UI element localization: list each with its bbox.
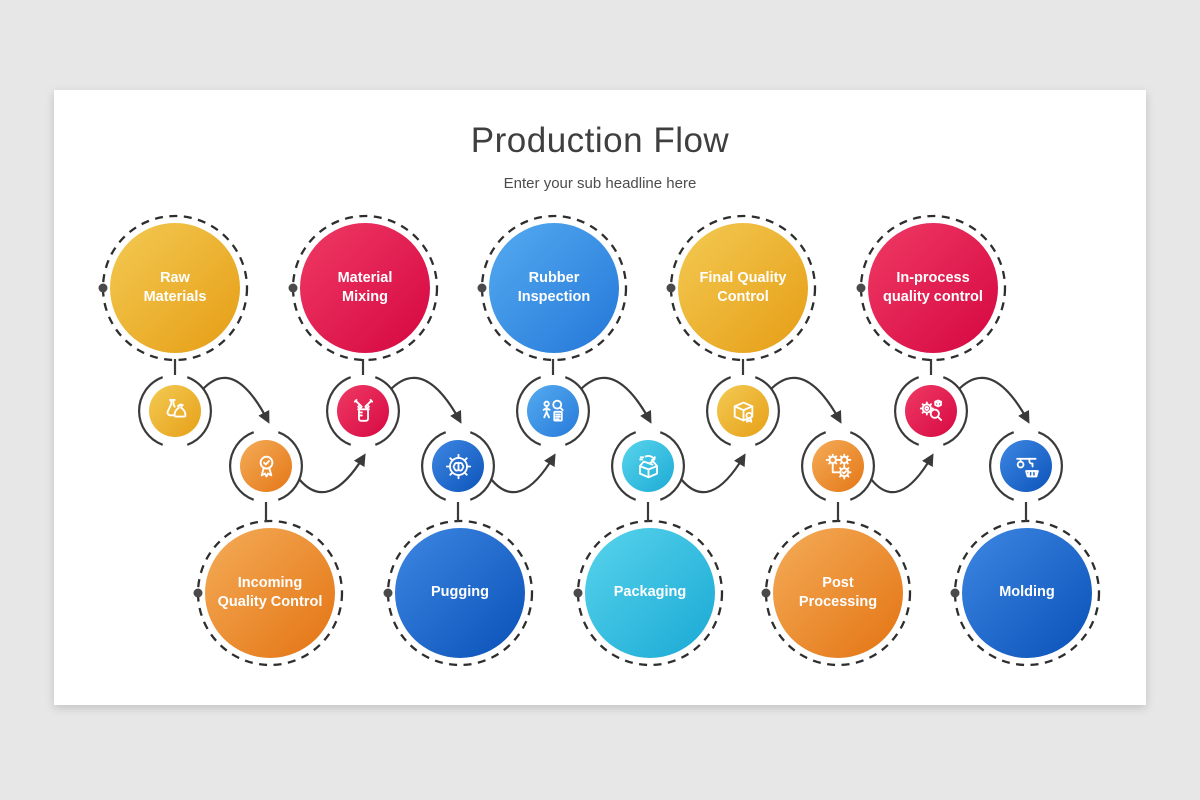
step-label: Molding — [991, 583, 1063, 602]
step-icon-node — [812, 440, 864, 492]
step-label-line: Incoming — [237, 574, 303, 591]
step-icon-node — [622, 440, 674, 492]
gear-magnifier-box-icon — [919, 399, 942, 421]
step-label-line: Processing — [798, 594, 878, 610]
box-ribbon-icon — [733, 401, 753, 423]
step-label-line: Quality Control — [217, 594, 323, 610]
step-label-line: Pugging — [431, 584, 489, 601]
step-label-line: Post — [822, 574, 854, 591]
step-label-line: Final Quality — [699, 269, 787, 286]
droppers-beaker-icon — [353, 398, 373, 422]
step-label-line: In-process — [896, 269, 970, 286]
gear-brain-icon — [445, 453, 471, 479]
step-icon-node — [717, 385, 769, 437]
step-label-line: Rubber — [528, 269, 580, 286]
step-label: Packaging — [606, 583, 695, 602]
step-icon-node — [337, 385, 389, 437]
step-icon-node — [432, 440, 484, 492]
step-label-line: Control — [717, 289, 769, 305]
molding-machine-icon — [1015, 457, 1039, 477]
slide-subtitle: Enter your sub headline here — [503, 175, 697, 192]
step-label-line: Molding — [999, 584, 1055, 601]
slide-title: Production Flow — [470, 121, 730, 160]
step-label-line: Packaging — [613, 584, 687, 601]
step-label-line: quality control — [883, 289, 983, 305]
step-label-line: Material — [337, 269, 393, 286]
step-icon-node — [149, 385, 201, 437]
flask-sack-icon — [166, 398, 186, 418]
step-node-molding: Molding — [962, 528, 1092, 658]
step-node-packaging: Packaging — [585, 528, 715, 658]
step-label-line: Mixing — [342, 289, 388, 305]
step-node-in-process-quality-control: In-process quality control — [868, 223, 998, 353]
step-icon-node — [527, 385, 579, 437]
step-icon-node — [240, 440, 292, 492]
step-label-line: Materials — [143, 289, 207, 305]
step-label: In-process quality control — [875, 269, 991, 307]
inspector-magnifier-icon — [542, 399, 564, 422]
gears-check-icon — [825, 453, 851, 479]
step-node-pugging: Pugging — [395, 528, 525, 658]
open-box-arrow-icon — [638, 454, 658, 478]
step-icon-node — [1000, 440, 1052, 492]
award-badge-icon — [259, 455, 273, 477]
step-icon-node — [905, 385, 957, 437]
step-label: Pugging — [423, 583, 497, 602]
step-label-line: Raw — [160, 269, 190, 286]
step-label-line: Inspection — [517, 289, 591, 305]
